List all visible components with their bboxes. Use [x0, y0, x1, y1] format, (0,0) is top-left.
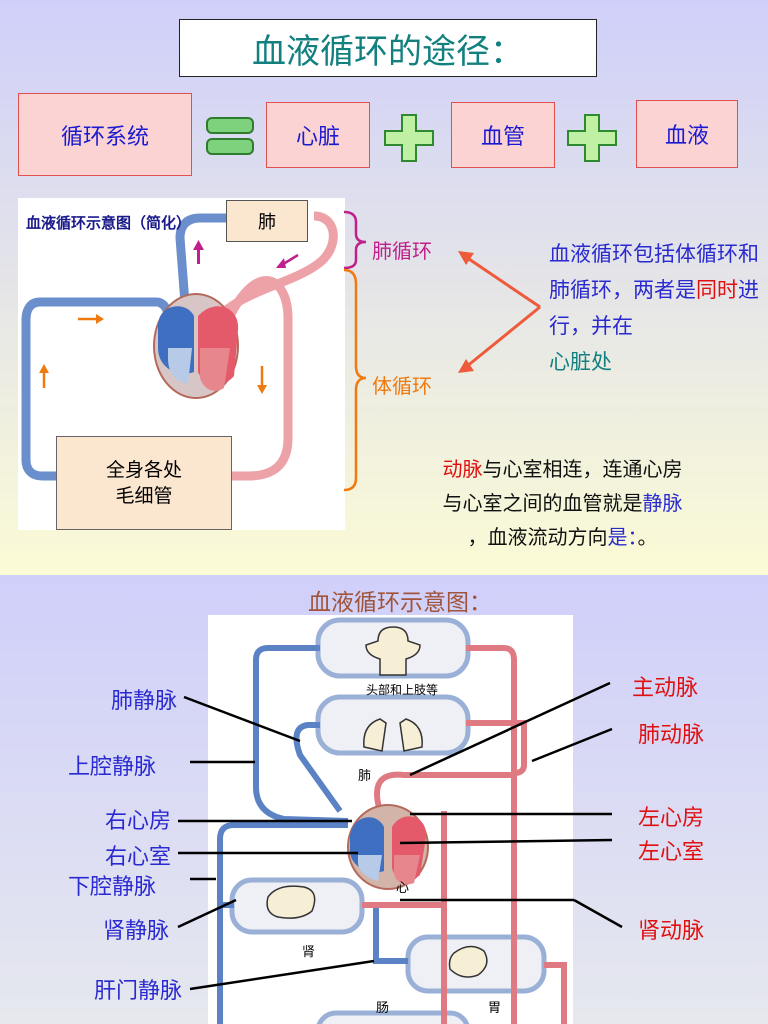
note-black-line2: 与心室之间的血管就是静脉 — [440, 486, 685, 520]
label-right-ventricle: 右心室 — [105, 845, 172, 870]
note-black-line3c: 。 — [637, 525, 658, 549]
equation-total: 循环系统 — [60, 124, 149, 150]
label-aorta: 主动脉 — [632, 676, 699, 701]
lung-label: 肺 — [258, 212, 276, 233]
diagram-caption: 血液循环示意图（简化） — [26, 214, 192, 232]
label-left-ventricle: 左心室 — [638, 840, 705, 865]
note-black-line2a: 与心室之间的血管就是 — [442, 491, 643, 515]
note-blue-line3: 行，并在 — [549, 314, 633, 338]
label-left-atrium: 左心房 — [638, 806, 705, 831]
slide-circulation-overview: 血液循环的途径： 循环系统 心脏 血管 血液 — [0, 0, 768, 575]
systemic-label: 体循环 — [372, 374, 432, 398]
slide1-title-box: 血液循环的途径： — [179, 19, 597, 77]
slide1-title: 血液循环的途径： — [252, 31, 524, 72]
circulation-vessels — [21, 211, 338, 481]
note-blue-line2: 肺循环，两者是同时进 — [549, 272, 761, 308]
equation-term3-box: 血液 — [636, 100, 738, 168]
label-inferior-vena-cava: 下腔静脉 — [68, 875, 157, 900]
note-black-line3: ，血液流动方向是：。 — [440, 520, 685, 554]
note-blue: 血液循环包括体循环和 肺循环，两者是同时进 行，并在 心脏处 — [549, 236, 761, 380]
note-black-line3b: 是： — [607, 525, 638, 549]
equation-term3: 血液 — [664, 124, 709, 149]
equation-term1-box: 心脏 — [266, 102, 370, 168]
label-renal-artery: 肾动脉 — [638, 919, 705, 944]
artery-term: 动脉 — [442, 457, 483, 481]
organ-stomach-label: 胃 — [488, 1001, 502, 1016]
detail-diagram: 头部和上肢等 肺 心 肾 肠 胃 — [208, 615, 573, 1024]
organ-lung-label: 肺 — [358, 769, 372, 784]
slide-circulation-detail: 血液循环示意图： — [0, 575, 768, 1024]
note-blue-line2b: 同时 — [696, 278, 738, 302]
vein-term: 静脉 — [642, 491, 683, 515]
equals-icon — [206, 117, 254, 155]
note-blue-line2c: 进 — [738, 278, 759, 302]
equation-term1: 心脏 — [295, 125, 340, 150]
equation-term2-box: 血管 — [451, 102, 555, 168]
organ-kidney-label: 肾 — [302, 945, 316, 960]
label-pulmonary-artery: 肺动脉 — [638, 723, 705, 748]
body-label: 全身各处 毛细管 — [105, 459, 182, 507]
pointer-arrows — [458, 251, 541, 373]
organ-intestine-label: 肠 — [376, 1001, 390, 1016]
note-blue-line4: 心脏处 — [549, 350, 612, 374]
label-hepatic-portal-vein: 肝门静脉 — [94, 979, 183, 1004]
equation-total-box: 循环系统 — [18, 93, 192, 176]
label-right-atrium: 右心房 — [105, 809, 172, 834]
label-renal-vein: 肾静脉 — [103, 919, 170, 944]
note-black: 动脉与心室相连，连通心房 与心室之间的血管就是静脉 ，血液流动方向是：。 — [440, 452, 685, 554]
note-blue-line2a: 肺循环，两者是 — [549, 278, 696, 302]
equation-term2: 血管 — [480, 125, 525, 150]
label-superior-vena-cava: 上腔静脉 — [68, 755, 157, 780]
plus-icon — [567, 114, 617, 162]
note-black-line1b: 与心室相连，连通心房 — [482, 457, 683, 481]
circulation-diagram: 血液循环示意图（简化） 肺 全身各处 毛细管 — [18, 198, 345, 530]
label-pulmonary-vein: 肺静脉 — [111, 689, 178, 714]
brace-icons — [343, 210, 367, 492]
organ-heart-label: 心 — [396, 881, 410, 896]
leader-lines — [177, 681, 623, 991]
detail-vessels — [217, 617, 567, 1024]
pulmonary-label: 肺循环 — [372, 239, 432, 263]
note-black-line3a: ，血液流动方向 — [467, 525, 608, 549]
body-box: 全身各处 毛细管 — [56, 436, 232, 530]
slide2-title: 血液循环示意图： — [308, 590, 492, 616]
lung-box: 肺 — [226, 200, 308, 242]
plus-icon — [384, 114, 434, 162]
organ-brain-label: 头部和上肢等 — [366, 683, 439, 697]
note-blue-line1: 血液循环包括体循环和 — [549, 242, 759, 266]
note-black-line1: 动脉与心室相连，连通心房 — [440, 452, 685, 486]
